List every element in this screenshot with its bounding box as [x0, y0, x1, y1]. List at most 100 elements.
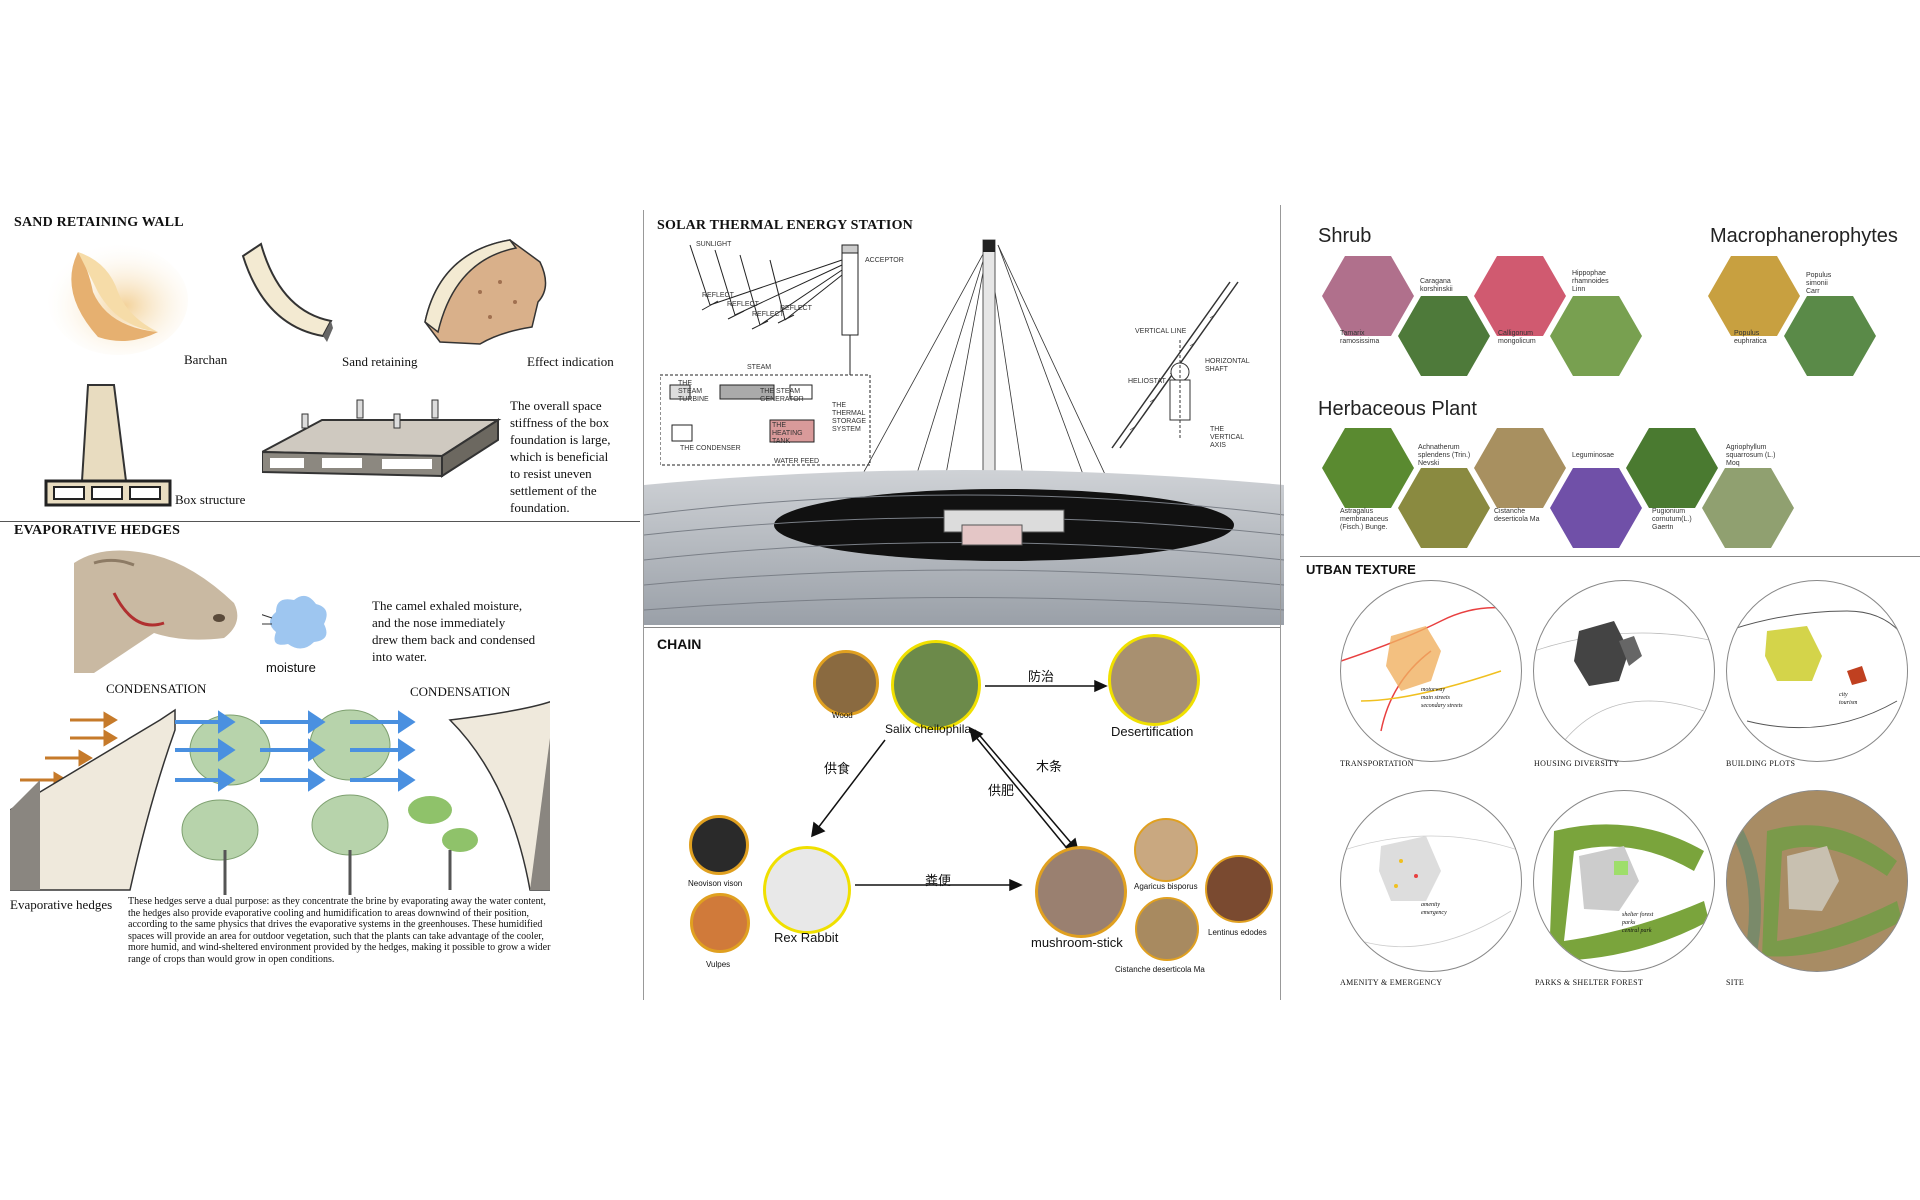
barchan-illustration — [38, 232, 188, 357]
agaricus-label: Agaricus bisporus — [1134, 882, 1198, 891]
horizontal-shaft-label: HORIZONTAL SHAFT — [1205, 358, 1250, 373]
building-plots-label: BUILDING PLOTS — [1726, 759, 1796, 768]
neovison-photo — [689, 815, 749, 875]
effect-illustration — [420, 232, 555, 352]
neovison-label: Neovison vison — [688, 879, 743, 888]
mushroom-stick-photo — [1035, 846, 1127, 938]
agaricus-photo — [1134, 818, 1198, 882]
leguminosae-label: Leguminosae — [1572, 452, 1615, 459]
evaporative-hedges-label: Evaporative hedges — [10, 897, 113, 912]
fenbian-label: 粪便 — [925, 874, 952, 889]
sunlight-label: SUNLIGHT — [696, 241, 732, 248]
gongfei-label: 供肥 — [988, 784, 1015, 799]
leguminosae-photo — [1550, 468, 1642, 548]
section-title: EVAPORATIVE HEDGES — [14, 523, 181, 538]
condenser-label: THE CONDENSER — [680, 445, 741, 452]
reflect-label: REFLECT — [702, 292, 734, 299]
hedges-illustration — [9, 698, 556, 900]
rex-rabbit-photo — [763, 846, 851, 934]
mushroom-stick-label: mushroom-stick — [1031, 935, 1123, 950]
box-structure-label: Box structure — [175, 492, 246, 507]
divider — [644, 627, 1280, 628]
sand-retaining-label: Sand retaining — [342, 354, 418, 369]
section-title: UTBAN TEXTURE — [1306, 562, 1416, 577]
reflect-label: REFLECT — [780, 305, 812, 312]
macro-heading: Macrophanerophytes — [1710, 225, 1898, 247]
desertification-label: Desertification — [1111, 724, 1194, 739]
moisture-cloud-icon — [259, 592, 332, 654]
vulpes-label: Vulpes — [706, 960, 731, 969]
shrub-heading: Shrub — [1318, 225, 1372, 247]
divider — [1280, 205, 1281, 1000]
salix-label: Salix cheilophila — [885, 722, 972, 736]
vertical-line-label: VERTICAL LINE — [1135, 328, 1187, 335]
condensation-label-left: CONDENSATION — [106, 681, 207, 696]
mutiao-label: 木条 — [1036, 760, 1063, 775]
housing-diversity-label: HOUSING DIVERSITY — [1534, 759, 1620, 768]
fangzhi-label: 防治 — [1028, 670, 1055, 685]
heliostat-diagram — [1110, 280, 1240, 450]
achnatherum-photo — [1398, 468, 1490, 548]
populus-simonii-photo — [1708, 256, 1800, 336]
salix-photo — [891, 640, 981, 730]
divider — [0, 521, 640, 522]
divider — [643, 210, 644, 1000]
transportation-label: TRANSPORTATION — [1340, 759, 1414, 768]
gongshi-label: 供食 — [824, 762, 851, 777]
amenity-emergency-label: AMENITY & EMERGENCY — [1340, 978, 1443, 987]
condensation-label-right: CONDENSATION — [410, 684, 511, 699]
camel-description: The camel exhaled moisture,and the nose … — [372, 598, 536, 664]
reflect-label: REFLECT — [727, 301, 759, 308]
camel-photo — [74, 543, 244, 673]
pugionium-photo — [1626, 428, 1718, 508]
box-foundation-illustration — [258, 392, 502, 512]
moisture-label: moisture — [266, 660, 316, 675]
herbaceous-heading: Herbaceous Plant — [1318, 398, 1477, 420]
site-label: SITE — [1726, 978, 1745, 987]
astragalus-photo — [1322, 428, 1414, 508]
lentinus-photo — [1205, 855, 1273, 923]
section-title: SAND RETAINING WALL — [14, 215, 184, 230]
section-title: CHAIN — [657, 636, 702, 652]
populus-euphratica-photo — [1784, 296, 1876, 376]
divider — [1300, 556, 1920, 557]
barchan-label: Barchan — [184, 352, 228, 367]
vulpes-photo — [690, 893, 750, 953]
rex-rabbit-label: Rex Rabbit — [774, 930, 839, 945]
heliostat-label: HELIOSTAT — [1128, 378, 1166, 385]
cistanche-label: Cistanche deserticola Ma — [1115, 965, 1205, 974]
section-title: SOLAR THERMAL ENERGY STATION — [657, 218, 913, 233]
calligonum-photo — [1550, 296, 1642, 376]
parks-shelter-forest-label: PARKS & SHELTER FOREST — [1535, 978, 1644, 987]
wood-label: Wood — [832, 711, 853, 720]
effect-label: Effect indication — [527, 354, 614, 369]
acceptor-label: ACCEPTOR — [865, 257, 904, 264]
wood-photo — [813, 650, 879, 716]
turbine-label: THE STEAM TURBINE — [678, 380, 709, 403]
caragana-photo — [1398, 296, 1490, 376]
chain-arrows — [811, 679, 1108, 892]
hedges-description: These hedges serve a dual purpose: as th… — [128, 896, 551, 965]
reflect-label: REFLECT — [752, 311, 784, 318]
hippophae-photo — [1474, 256, 1566, 336]
lentinus-label: Lentinus edodes — [1208, 928, 1267, 937]
sand-retaining-illustration — [235, 236, 335, 356]
box-structure-illustration — [44, 383, 172, 508]
heating-tank-label: THE HEATING TANK — [772, 422, 803, 445]
cistanche-photo — [1135, 897, 1199, 961]
desertification-photo — [1108, 634, 1200, 726]
